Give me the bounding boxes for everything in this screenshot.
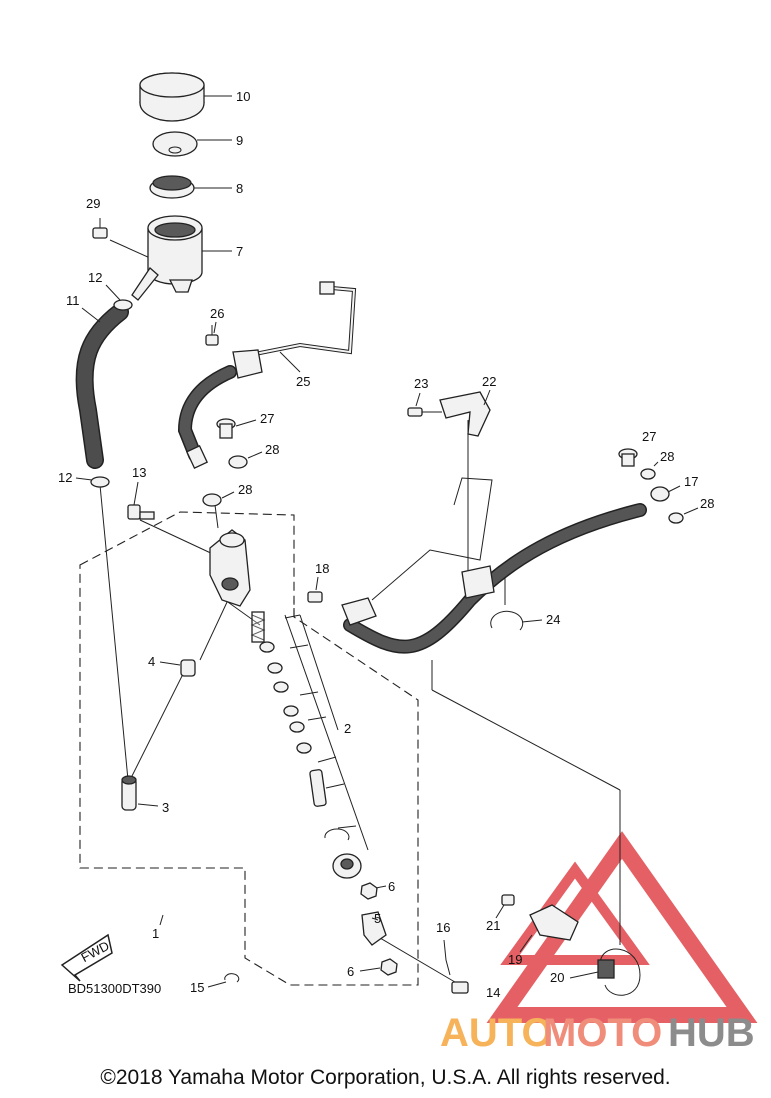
pin-15 [224,973,240,983]
bolt-26 [205,325,219,346]
watermark-auto: AUTO [440,1011,553,1055]
bolt-13 [127,504,155,520]
boot-4 [180,659,196,677]
circlip [324,828,350,841]
hose-fitting-18 [341,597,377,626]
callout-18: 18 [315,561,329,576]
bolt-23 [407,407,442,417]
callout-6-upper: 6 [388,879,395,894]
washer-28-a [228,455,248,469]
watermark-moto: MOTO [543,1011,662,1055]
brake-pipe [232,281,357,379]
assembly-outline [79,511,419,986]
callout-29: 29 [86,196,100,211]
cotter-pin-16 [443,939,451,976]
union-bolt-27-left [216,418,236,439]
copyright-notice: ©2018 Yamaha Motor Corporation, U.S.A. A… [100,1066,671,1089]
reservoir-tank [131,215,203,301]
hose-clamp-upper [113,299,133,311]
clevis-5 [361,911,387,946]
bolt-18 [307,591,323,603]
nut-6-upper [360,882,378,900]
callout-15: 15 [190,980,204,995]
washer-28-c [640,468,656,480]
callout-8: 8 [236,181,243,196]
callout-2: 2 [344,721,351,736]
push-rod [309,769,327,807]
watermark-text: AUTO MOTO HUB [440,1011,755,1055]
cap-plate [152,131,198,157]
callout-11: 11 [66,293,80,308]
bolt-29 [92,218,108,239]
hose-clamp-lower [90,476,110,488]
sensor-wire [371,477,493,601]
reference-lines [99,239,621,986]
callout-1: 1 [152,926,159,941]
callout-14: 14 [486,985,500,1000]
callout-25: 25 [296,374,310,389]
callout-16: 16 [436,920,450,935]
bolt-14 [451,981,469,994]
clamp-24 [490,610,524,631]
rod-3 [121,775,137,811]
callout-10: 10 [236,89,250,104]
callout-13: 13 [132,465,146,480]
callout-22: 22 [482,374,496,389]
callout-3: 3 [162,800,169,815]
callout-6-lower: 6 [347,964,354,979]
callout-4: 4 [148,654,155,669]
union-bolt-27-right [618,448,638,467]
callout-17: 17 [684,474,698,489]
callout-27-right: 27 [642,429,656,444]
bolt-21 [501,894,515,906]
callout-7: 7 [236,244,243,259]
reservoir-hose [75,303,129,469]
piston-cups [259,641,312,754]
callout-28-b: 28 [238,482,252,497]
callout-20: 20 [550,970,564,985]
bracket-22 [439,391,491,437]
callout-27-left: 27 [260,411,274,426]
clamp-20 [597,948,641,996]
dust-boot [332,853,362,879]
diagram-code: BD51300DT390 [68,981,161,996]
callout-5: 5 [374,911,381,926]
callout-24: 24 [546,612,560,627]
bracket-19 [529,904,579,941]
washer-28-d [668,512,684,524]
callout-21: 21 [486,918,500,933]
banjo-17 [650,486,670,502]
callout-9: 9 [236,133,243,148]
callouts: 10 9 8 7 29 12 11 12 13 26 25 27 28 28 4… [58,89,714,1000]
rear-brake-hose [343,503,647,654]
reservoir-cap [139,72,205,122]
callout-28-c: 28 [660,449,674,464]
callout-23: 23 [414,376,428,391]
fwd-arrow-icon: FWD [60,933,113,982]
callout-12-upper: 12 [88,270,102,285]
callout-12-lower: 12 [58,470,72,485]
callout-28-d: 28 [700,496,714,511]
callout-26: 26 [210,306,224,321]
spring [250,611,266,643]
watermark-hub: HUB [668,1011,755,1055]
diaphragm [149,175,195,199]
callout-28-a: 28 [265,442,279,457]
brake-hose-front [177,365,237,469]
holder-clamp [461,565,495,599]
callout-19: 19 [508,952,522,967]
master-cylinder-body [209,529,251,607]
washer-28-b [202,493,222,507]
nut-6-lower [380,958,398,976]
